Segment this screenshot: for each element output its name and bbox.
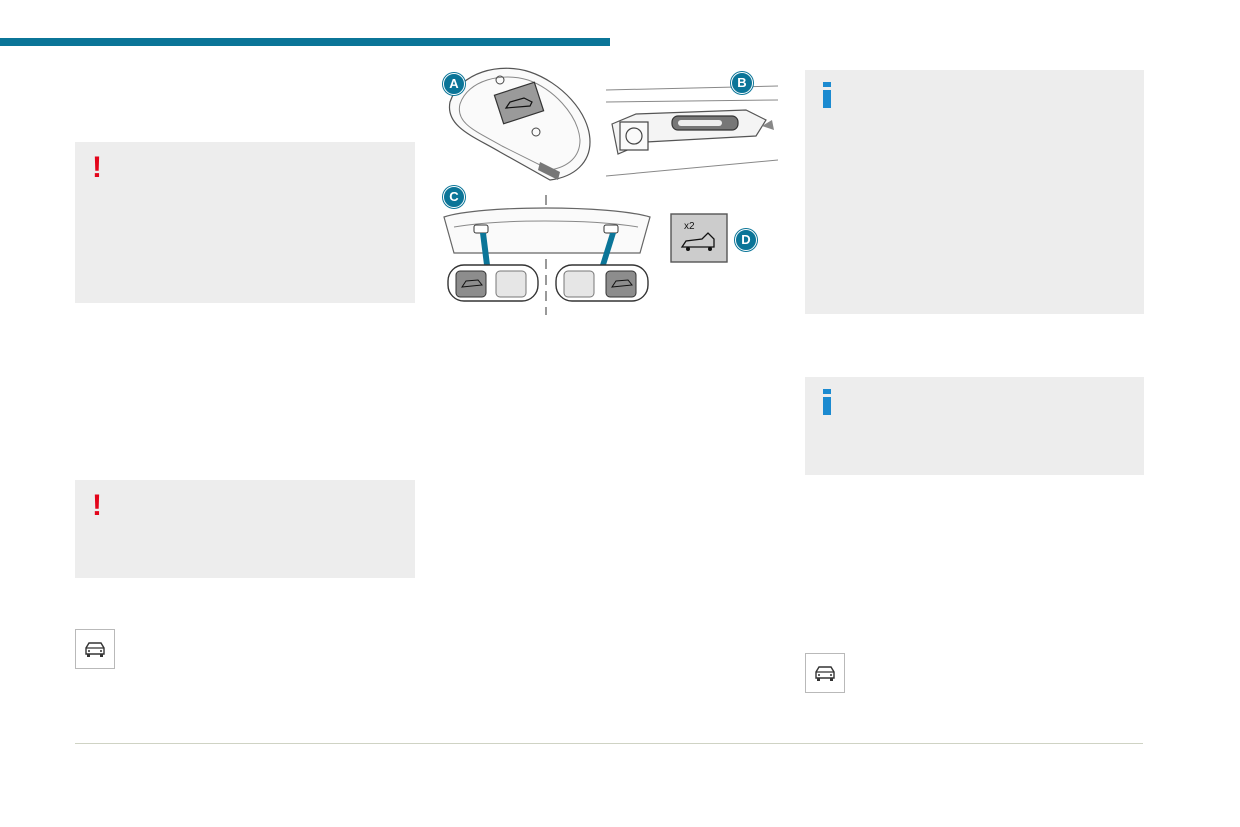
callout-d: D	[735, 229, 757, 251]
callout-b: B	[731, 72, 753, 94]
tailgate-handle-illustration	[606, 85, 778, 177]
warning-box-1: !	[75, 142, 415, 303]
car-icon	[85, 642, 105, 657]
callout-c: C	[443, 186, 465, 208]
key-fob-illustration	[448, 67, 591, 181]
warning-box-2: !	[75, 480, 415, 578]
double-press-button-illustration: x2	[670, 213, 728, 263]
car-icon	[815, 666, 835, 681]
section-header-bar	[0, 38, 610, 46]
car-icon-button-right[interactable]	[805, 653, 845, 693]
warning-exclamation-icon: !	[92, 151, 102, 184]
info-icon	[823, 389, 831, 415]
car-icon-button-left[interactable]	[75, 629, 115, 669]
footer-divider	[75, 743, 1143, 744]
info-box-1	[805, 70, 1144, 314]
info-box-2	[805, 377, 1144, 475]
info-icon	[823, 82, 831, 108]
warning-exclamation-icon: !	[92, 489, 102, 522]
rear-tailgate-illustration	[443, 195, 651, 315]
callout-a: A	[443, 73, 465, 95]
x2-label: x2	[684, 221, 695, 232]
